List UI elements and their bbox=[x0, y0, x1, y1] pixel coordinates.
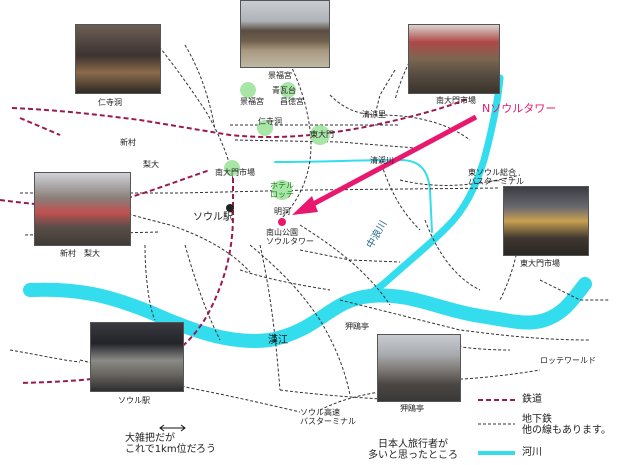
spot-gyeongbokgung bbox=[240, 82, 256, 98]
photo-dongdaemun-market bbox=[503, 186, 589, 256]
spot-dongdaemun bbox=[310, 125, 330, 145]
namsan-tower-dot bbox=[278, 218, 286, 226]
spot-namdaemun bbox=[224, 160, 240, 176]
spot-changdeokgung bbox=[280, 82, 296, 98]
caption-namdaemun-market: 南大門市場 bbox=[436, 96, 476, 105]
legend-river: 河川 bbox=[522, 447, 542, 458]
label-namdaemun-market: 南大門市場 bbox=[215, 168, 255, 177]
legend-railway: 鉄道 bbox=[522, 394, 542, 405]
spot-jinsadong bbox=[257, 120, 273, 136]
label-jinsadong: 仁寺洞 bbox=[258, 117, 282, 126]
seoul-station-dot bbox=[226, 204, 234, 212]
label-seoul-station: ソウル駅 bbox=[193, 212, 233, 223]
legend-subway: 地下鉄 他の線もあります。 bbox=[522, 414, 611, 436]
label-apgujeong: 狎鴎亭 bbox=[345, 322, 369, 331]
caption-apgujeong: 狎鴎亭 bbox=[400, 404, 424, 413]
label-gyeongbokgung: 景福宮 bbox=[240, 97, 264, 106]
photo-jinsadong bbox=[75, 24, 161, 94]
label-hotel-lotte: ホテル ロッテ bbox=[270, 181, 294, 199]
photo-namdaemun-market bbox=[408, 24, 500, 94]
label-lotte-world: ロッテワールド bbox=[540, 356, 596, 365]
label-hangang: 漢江 bbox=[268, 335, 288, 346]
legend-lines bbox=[478, 399, 515, 455]
label-sinchon: 新村 bbox=[120, 138, 136, 147]
photo-seoul-station bbox=[90, 322, 184, 392]
label-dong-seoul-terminal: 東ソウル総合 バスターミナル bbox=[468, 168, 524, 186]
n-seoul-tower-arrow bbox=[292, 114, 478, 215]
label-cheonggyecheon: 清渓川 bbox=[370, 156, 394, 165]
label-cheongnyangni: 清涼里 bbox=[362, 110, 386, 119]
label-idae: 梨大 bbox=[143, 160, 159, 169]
label-n-seoul-tower: Nソウルタワー bbox=[482, 102, 557, 115]
label-dongdaemun: 東大門 bbox=[310, 130, 334, 139]
photo-gyeongbokgung bbox=[240, 0, 330, 68]
tourist-spots bbox=[224, 82, 416, 390]
scale-note: 大雑把だが これで1km位だろう bbox=[125, 433, 216, 455]
caption-gyeongbokgung: 景福宮 bbox=[268, 71, 292, 80]
scale-arrow bbox=[159, 424, 186, 432]
label-namsan-park: 南山公園 ソウルタワー bbox=[266, 228, 314, 246]
legend-japanese-tourists: 日本人旅行者が 多いと思ったところ bbox=[368, 439, 458, 461]
label-myeongdong: 明洞 bbox=[274, 207, 290, 216]
label-changdeokgung: 昌徳宮 bbox=[280, 97, 304, 106]
spot-hotel-lotte bbox=[272, 180, 292, 200]
photo-sinchon-idae bbox=[34, 172, 131, 246]
caption-jinsadong: 仁寺洞 bbox=[98, 98, 122, 107]
caption-seoul-station: ソウル駅 bbox=[118, 396, 150, 405]
label-seoul-express-terminal: ソウル高速 バスターミナル bbox=[300, 408, 356, 426]
caption-sinchon-idae: 新村 梨大 bbox=[60, 249, 100, 258]
caption-dongdaemun-market: 東大門市場 bbox=[520, 259, 560, 268]
label-cheongwadae: 青瓦台 bbox=[272, 86, 296, 95]
photo-apgujeong bbox=[377, 334, 461, 402]
